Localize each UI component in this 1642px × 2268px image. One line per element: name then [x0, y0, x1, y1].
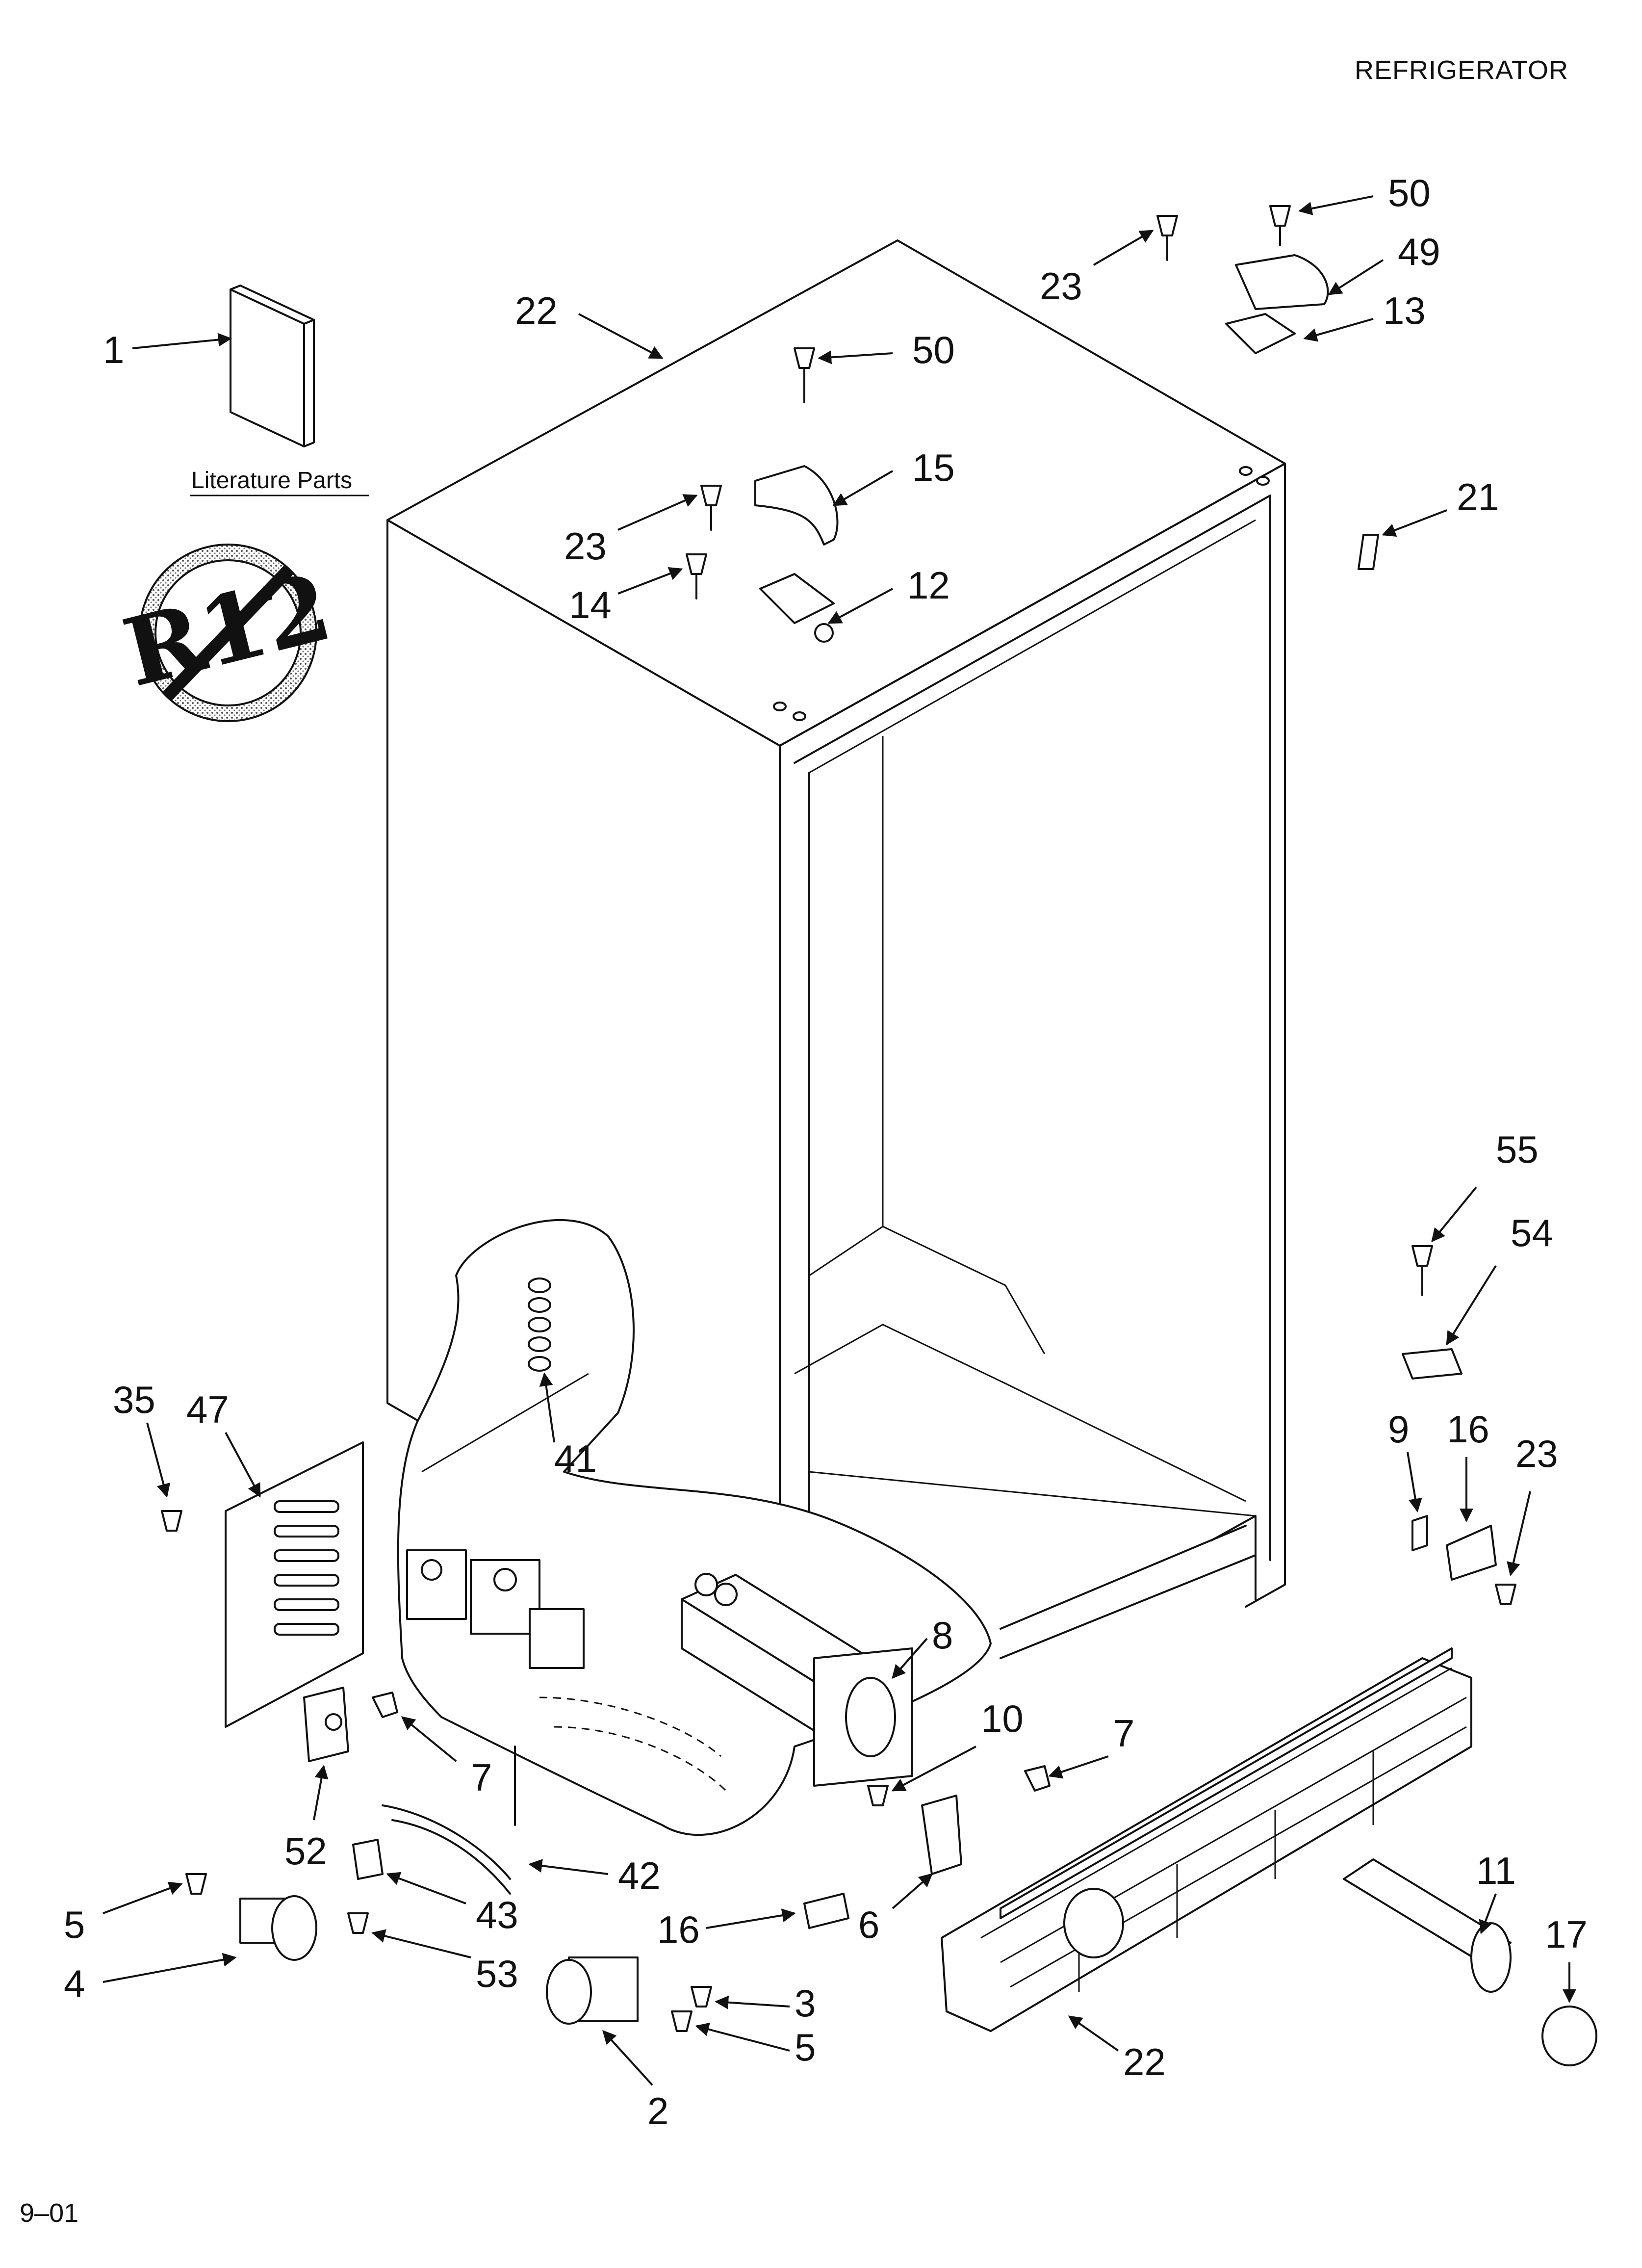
callout-22-top: 22	[515, 289, 558, 332]
callout-15: 15	[912, 446, 955, 489]
callout-7-right: 7	[1113, 1712, 1134, 1755]
callout-54: 54	[1511, 1211, 1553, 1254]
callout-14: 14	[569, 583, 612, 626]
base-grille	[941, 1647, 1472, 2032]
page-title: REFRIGERATOR	[1354, 55, 1568, 85]
literature-booklet	[230, 285, 315, 447]
callout-17: 17	[1545, 1913, 1588, 1956]
callout-5-left: 5	[64, 1903, 85, 1946]
callout-3: 3	[795, 1981, 816, 2025]
access-panel	[225, 1441, 364, 1728]
callout-2: 2	[647, 2089, 668, 2133]
callout-5-bottom: 5	[795, 2026, 816, 2069]
callout-4: 4	[64, 1962, 85, 2005]
hinge-hardware	[161, 205, 1597, 2066]
callouts: 1 22 50 15 23 14 12 23 50 49 13 21	[64, 171, 1588, 2133]
coil-spring	[528, 1277, 551, 1372]
callout-43: 43	[476, 1893, 518, 1936]
callout-16-bottom: 16	[657, 1908, 700, 1951]
literature-label: Literature Parts	[191, 468, 352, 494]
callout-12: 12	[907, 564, 950, 607]
callout-23-right: 23	[1515, 1432, 1558, 1475]
callout-1: 1	[103, 328, 124, 371]
callout-9: 9	[1388, 1408, 1409, 1451]
callout-52: 52	[284, 1829, 327, 1873]
callout-55: 55	[1496, 1128, 1539, 1171]
callout-8: 8	[932, 1614, 953, 1657]
condenser-housing	[681, 1573, 913, 1787]
callout-49: 49	[1398, 230, 1440, 273]
callout-50-mid: 50	[912, 328, 955, 371]
no-r12-icon: R12	[114, 544, 341, 722]
callout-23-mid: 23	[564, 524, 607, 568]
callout-10: 10	[981, 1697, 1024, 1740]
callout-21: 21	[1457, 475, 1499, 519]
callout-35: 35	[113, 1378, 155, 1421]
callout-16-right: 16	[1447, 1408, 1489, 1451]
callout-13: 13	[1383, 289, 1426, 332]
callout-50-top: 50	[1388, 171, 1431, 214]
callout-11: 11	[1476, 1849, 1516, 1892]
callout-22-bottom: 22	[1123, 2040, 1166, 2084]
callout-41: 41	[554, 1437, 597, 1480]
callout-7-left: 7	[471, 1756, 492, 1799]
callout-6: 6	[858, 1903, 879, 1946]
callout-47: 47	[186, 1388, 229, 1431]
page-code: 9–01	[20, 2198, 79, 2228]
callout-53: 53	[476, 1952, 518, 1995]
callout-23-top: 23	[1040, 264, 1082, 308]
callout-42: 42	[618, 1854, 661, 1897]
